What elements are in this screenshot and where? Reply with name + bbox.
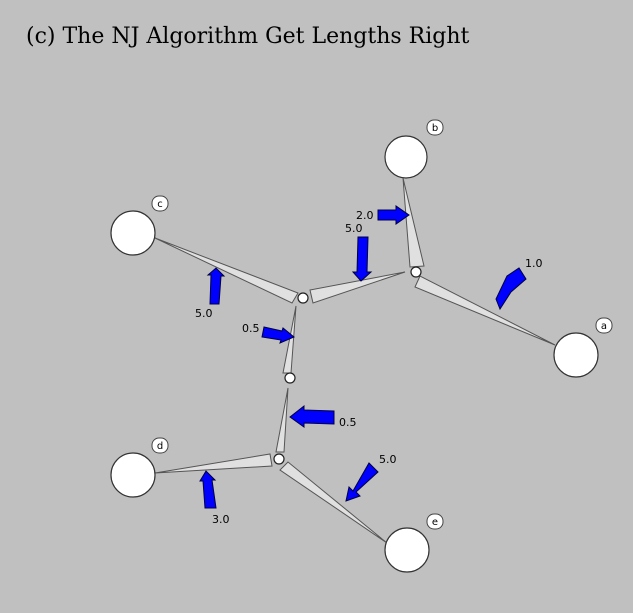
- internal-node-de: [273, 453, 285, 465]
- arrow-branch-a: [495, 267, 527, 311]
- arrow-inner-top: [351, 236, 373, 282]
- leaf-label-a: a: [601, 321, 607, 332]
- branch-b: [402, 177, 425, 268]
- leaf-badge-c: c: [151, 195, 169, 212]
- leaf-badge-a: a: [595, 317, 613, 334]
- arrow-branch-e: [345, 462, 379, 502]
- branch-inner-mid-lower: [275, 387, 289, 453]
- leaf-label-e: e: [432, 517, 438, 528]
- length-label-a: 1.0: [525, 257, 543, 270]
- leaf-label-c: c: [157, 199, 163, 210]
- length-label-inner-mid-lower: 0.5: [339, 416, 357, 429]
- leaf-badge-d: d: [151, 437, 169, 454]
- branch-e: [279, 461, 388, 544]
- branch-inner-top: [309, 271, 406, 304]
- arrow-branch-c: [206, 267, 226, 305]
- branch-inner-mid-upper: [282, 305, 297, 374]
- length-label-b: 2.0: [356, 209, 374, 222]
- internal-node-c: [297, 292, 309, 304]
- leaf-badge-b: b: [426, 119, 444, 136]
- arrow-inner-mid-lower: [289, 404, 335, 428]
- leaf-node-d: [110, 452, 156, 498]
- leaf-label-b: b: [432, 123, 438, 134]
- diagram-title: (c) The NJ Algorithm Get Lengths Right: [26, 24, 470, 49]
- length-label-d: 3.0: [212, 513, 230, 526]
- length-label-e: 5.0: [379, 453, 397, 466]
- arrow-branch-d: [199, 470, 217, 509]
- leaf-node-b: [384, 135, 428, 179]
- length-label-inner-top: 5.0: [345, 222, 363, 235]
- internal-node-ab: [410, 266, 422, 278]
- arrow-branch-b: [377, 205, 410, 225]
- length-label-c: 5.0: [195, 307, 213, 320]
- length-label-inner-mid-upper: 0.5: [242, 322, 260, 335]
- leaf-node-c: [110, 210, 156, 256]
- internal-node-mid: [284, 372, 296, 384]
- leaf-node-a: [553, 332, 599, 378]
- leaf-node-e: [384, 527, 430, 573]
- branch-a: [414, 275, 556, 346]
- branch-c: [154, 237, 299, 304]
- leaf-label-d: d: [157, 441, 163, 452]
- branch-d: [154, 453, 273, 474]
- leaf-badge-e: e: [426, 513, 444, 530]
- arrow-inner-mid-upper: [261, 326, 295, 344]
